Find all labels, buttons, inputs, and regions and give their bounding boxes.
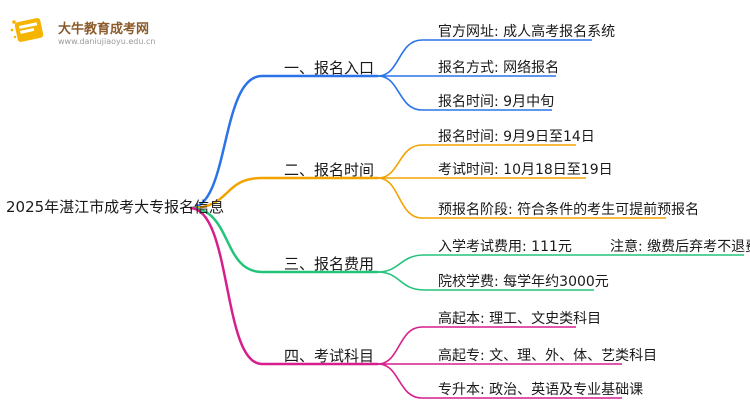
leaf-registration-time: 报名时间: 9月中旬 (438, 94, 555, 110)
branch-registration-time: 二、报名时间 (284, 161, 375, 179)
leaf-registration-method: 报名方式: 网络报名 (438, 60, 560, 76)
leaf-high-to-college: 高起专: 文、理、外、体、艺类科目 (438, 348, 658, 364)
leaf-tuition: 院校学费: 每学年约3000元 (438, 274, 609, 290)
connector-branch-1-leaf-3 (377, 75, 552, 111)
leaf-official-site: 官方网址: 成人高考报名系统 (438, 24, 616, 40)
logo-name: 大牛教育成考网 (58, 22, 150, 37)
connector-branch-4-leaf-3 (377, 363, 622, 399)
leaf-exam-dates: 考试时间: 10月18日至19日 (438, 162, 613, 178)
connector-branch-3-leaf-1 (377, 254, 594, 273)
leaf-registration-dates: 报名时间: 9月9日至14日 (438, 129, 595, 145)
book-logo-icon (10, 18, 44, 42)
leaf-exam-fee: 入学考试费用: 111元 (438, 239, 572, 255)
connector-root-branch-1 (189, 74, 378, 210)
branch-registration-entry: 一、报名入口 (284, 59, 375, 77)
connector-branch-2-leaf-1 (377, 144, 576, 179)
branch-exam-subjects: 四、考试科目 (284, 347, 375, 365)
leaf-high-to-bachelor: 高起本: 理工、文史类科目 (438, 311, 602, 327)
logo-url: www.daniujiaoyu.edu.cn (58, 37, 156, 46)
connector-branch-4-leaf-1 (377, 326, 576, 365)
connector-root-branch-2 (189, 176, 378, 210)
connector-branch-1-leaf-1 (377, 39, 592, 77)
site-logo: 大牛教育成考网 www.daniujiaoyu.edu.cn (10, 10, 210, 50)
root-topic: 2025年湛江市成考大专报名信息 (6, 198, 225, 216)
note-no-refund: 注意: 缴费后弃考不退费 (610, 239, 750, 255)
leaf-pre-registration: 预报名阶段: 符合条件的考生可提前预报名 (438, 202, 700, 218)
connector-root-branch-4 (189, 206, 378, 366)
connector-branch-2-leaf-3 (377, 177, 666, 219)
connector-root-branch-3 (189, 206, 378, 274)
branch-registration-fees: 三、报名费用 (284, 255, 375, 273)
connector-branch-3-leaf-2 (377, 271, 594, 291)
leaf-college-to-bachelor: 专升本: 政治、英语及专业基础课 (438, 382, 644, 398)
